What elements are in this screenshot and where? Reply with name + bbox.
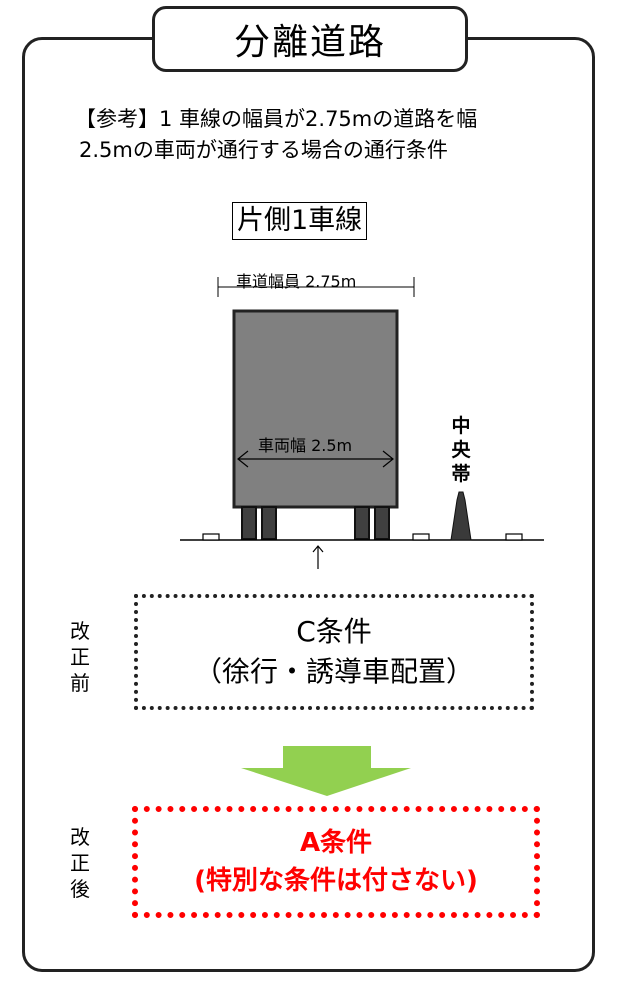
road-width-label: 車道幅員 2.75m: [236, 272, 357, 291]
before-condition-title: C条件: [296, 615, 372, 648]
wheel-right-inner: [354, 506, 370, 540]
wheel-left-outer: [241, 506, 257, 540]
median-label: 中央帯: [451, 415, 471, 485]
wheel-right-outer: [374, 506, 390, 540]
after-condition-detail: (特別な条件は付さない): [194, 866, 478, 896]
median-cone: [450, 491, 472, 541]
note-line-2: 2.5mの車両が通行する場合の通行条件: [79, 138, 448, 162]
before-condition-box: C条件 （徐行・誘導車配置）: [134, 594, 534, 710]
lane-label: 片側1車線: [232, 202, 368, 240]
before-condition-detail: （徐行・誘導車配置）: [193, 655, 474, 688]
lane-center-arrow-head: [312, 545, 324, 553]
after-condition-box: A条件 (特別な条件は付さない): [132, 806, 540, 918]
lane-marker-right: [505, 533, 523, 541]
vehicle-width-arrow-left: [237, 450, 249, 468]
page-title: 分離道路: [152, 6, 468, 72]
note-line-1: 【参考】1 車線の幅員が2.75mの道路を幅: [75, 107, 478, 131]
vehicle-width-label: 車両幅 2.5m: [258, 436, 353, 455]
vehicle-width-arrow-right: [382, 450, 394, 468]
after-condition-title: A条件: [299, 828, 373, 858]
wheel-left-inner: [261, 506, 277, 540]
after-side-label: 改正後: [70, 825, 90, 901]
transition-arrow: [241, 746, 411, 796]
vehicle-body: [232, 309, 399, 509]
lane-marker-center: [412, 533, 430, 541]
before-side-label: 改正前: [70, 619, 90, 695]
lane-marker-left: [202, 533, 220, 541]
